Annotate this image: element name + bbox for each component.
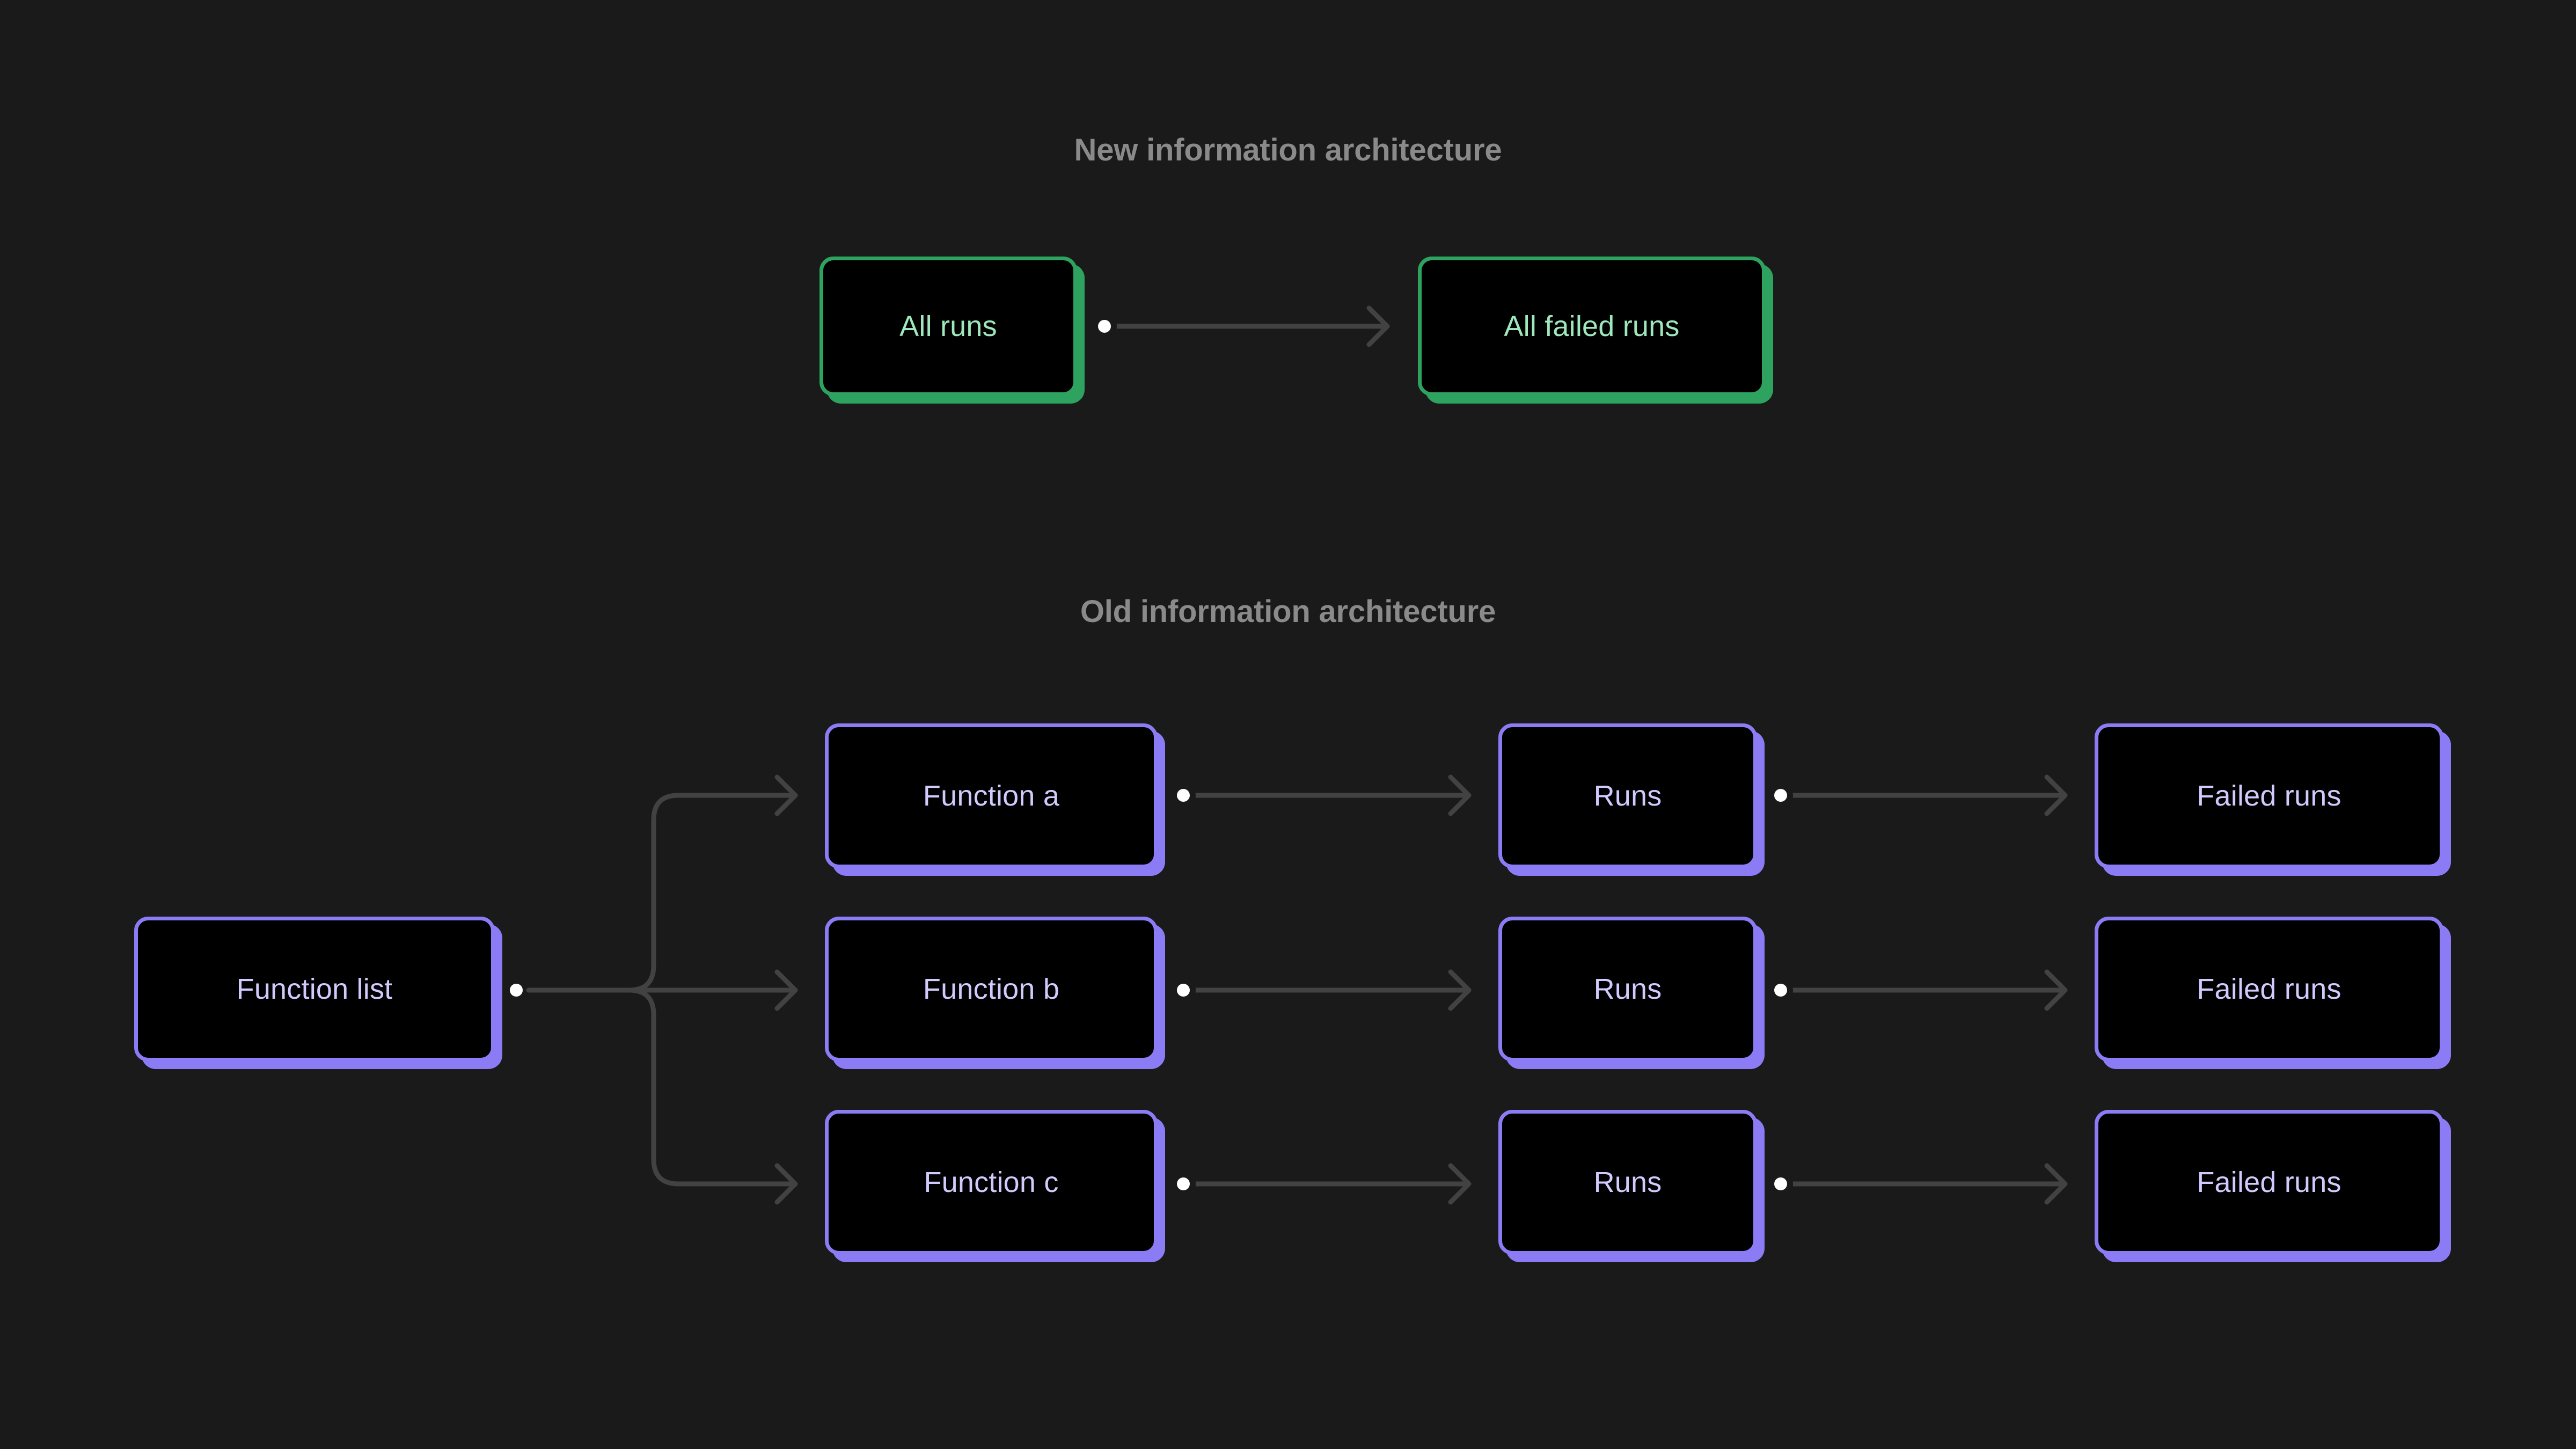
section-title-new-ia: New information architecture: [1074, 133, 1502, 167]
node-all-failed-runs[interactable]: All failed runs: [1418, 257, 1766, 396]
node-failed-runs-a[interactable]: Failed runs: [2095, 723, 2443, 868]
node-failed-runs-c[interactable]: Failed runs: [2095, 1110, 2443, 1255]
connector-arrowhead: [2044, 774, 2068, 816]
connector-start-dot: [1768, 783, 1793, 808]
node-runs-a[interactable]: Runs: [1498, 723, 1757, 868]
connector-line: [526, 793, 798, 993]
connector-e-runsc-frc: [1768, 1163, 2068, 1205]
connector-arrowhead: [1448, 1163, 1472, 1205]
connector-arrowhead: [1366, 305, 1390, 347]
connector-start-dot: [1768, 1172, 1793, 1196]
connector-start-dot: [504, 978, 529, 1002]
node-function-c[interactable]: Function c: [825, 1110, 1158, 1255]
connector-e-fnlist-fna: [526, 774, 798, 993]
connector-line: [526, 987, 798, 1187]
connector-start-dot: [1768, 978, 1793, 1002]
node-runs-b[interactable]: Runs: [1498, 917, 1757, 1062]
connector-e-runsa-fra: [1768, 774, 2068, 816]
connector-e-fnc-runsc: [1171, 1163, 1472, 1205]
connector-e-fnb-runsb: [1171, 969, 1472, 1011]
node-runs-c[interactable]: Runs: [1498, 1110, 1757, 1255]
node-function-b[interactable]: Function b: [825, 917, 1158, 1062]
connector-start-dot: [1171, 978, 1196, 1002]
connector-start-dot: [1092, 314, 1117, 339]
section-title-old-ia: Old information architecture: [1080, 594, 1496, 629]
connector-arrowhead: [774, 1163, 798, 1205]
connector-e-runsb-frb: [1768, 969, 2068, 1011]
connector-e-fna-runsa: [1171, 774, 1472, 816]
node-function-a[interactable]: Function a: [825, 723, 1158, 868]
connector-e-fnlist-fnc: [526, 987, 798, 1205]
node-all-runs[interactable]: All runs: [819, 257, 1077, 396]
connector-arrowhead: [1448, 969, 1472, 1011]
connector-arrowhead: [2044, 1163, 2068, 1205]
connector-arrowhead: [774, 774, 798, 816]
node-failed-runs-b[interactable]: Failed runs: [2095, 917, 2443, 1062]
connector-arrowhead: [1448, 774, 1472, 816]
connector-arrowhead: [2044, 969, 2068, 1011]
connector-start-dot: [1171, 1172, 1196, 1196]
connector-arrowhead: [774, 969, 798, 1011]
connector-e-fnlist-fnb: [504, 969, 798, 1011]
connector-e-allruns-allfailed: [1092, 305, 1390, 347]
node-function-list[interactable]: Function list: [134, 917, 495, 1062]
connector-start-dot: [1171, 783, 1196, 808]
